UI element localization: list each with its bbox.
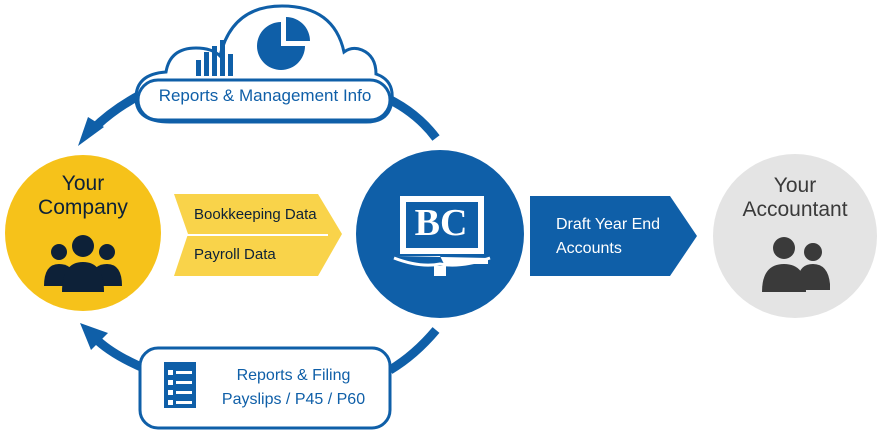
pie-chart-icon [257,17,310,70]
draft-year-end-line1: Draft Year End [556,216,661,233]
cycle-arc-bottom-right [387,327,440,374]
bookkeeping-data-label: Bookkeeping Data [194,206,317,223]
company-title-line1: Your [61,172,105,195]
output-arrow-banner [530,196,697,276]
people-group-icon [44,235,122,292]
filing-text: Reports & Filing Payslips / P45 / P60 [206,364,381,412]
accountant-title-line1: Your [773,174,817,197]
cloud-shape [134,4,394,124]
accountant-title-line2: Accountant [742,198,848,221]
company-circle [5,155,161,311]
company-title-line2: Company [38,196,128,219]
company-title: Your Company [0,172,166,220]
bar-chart-icon [196,40,233,76]
people-pair-icon [762,237,830,292]
filing-line2: Payslips / P45 / P60 [221,391,366,408]
filing-box [138,346,392,430]
cycle-arc-top-left [78,91,143,146]
cycle-arc-bottom-left [80,323,150,375]
document-list-icon [164,362,196,408]
filing-line1: Reports & Filing [236,367,351,384]
input-arrow-banner [174,194,342,276]
cloud-label: Reports & Management Info [158,86,372,105]
accountant-title: Your Accountant [712,174,878,222]
accountant-circle [713,154,877,318]
book-monitor-icon [393,196,491,276]
arrowhead-top-left [78,117,104,146]
payroll-data-label: Payroll Data [194,246,276,263]
bc-logo-text: BC [414,202,468,244]
arrowhead-bottom-left [80,323,108,350]
draft-year-end-line2: Accounts [556,240,622,257]
